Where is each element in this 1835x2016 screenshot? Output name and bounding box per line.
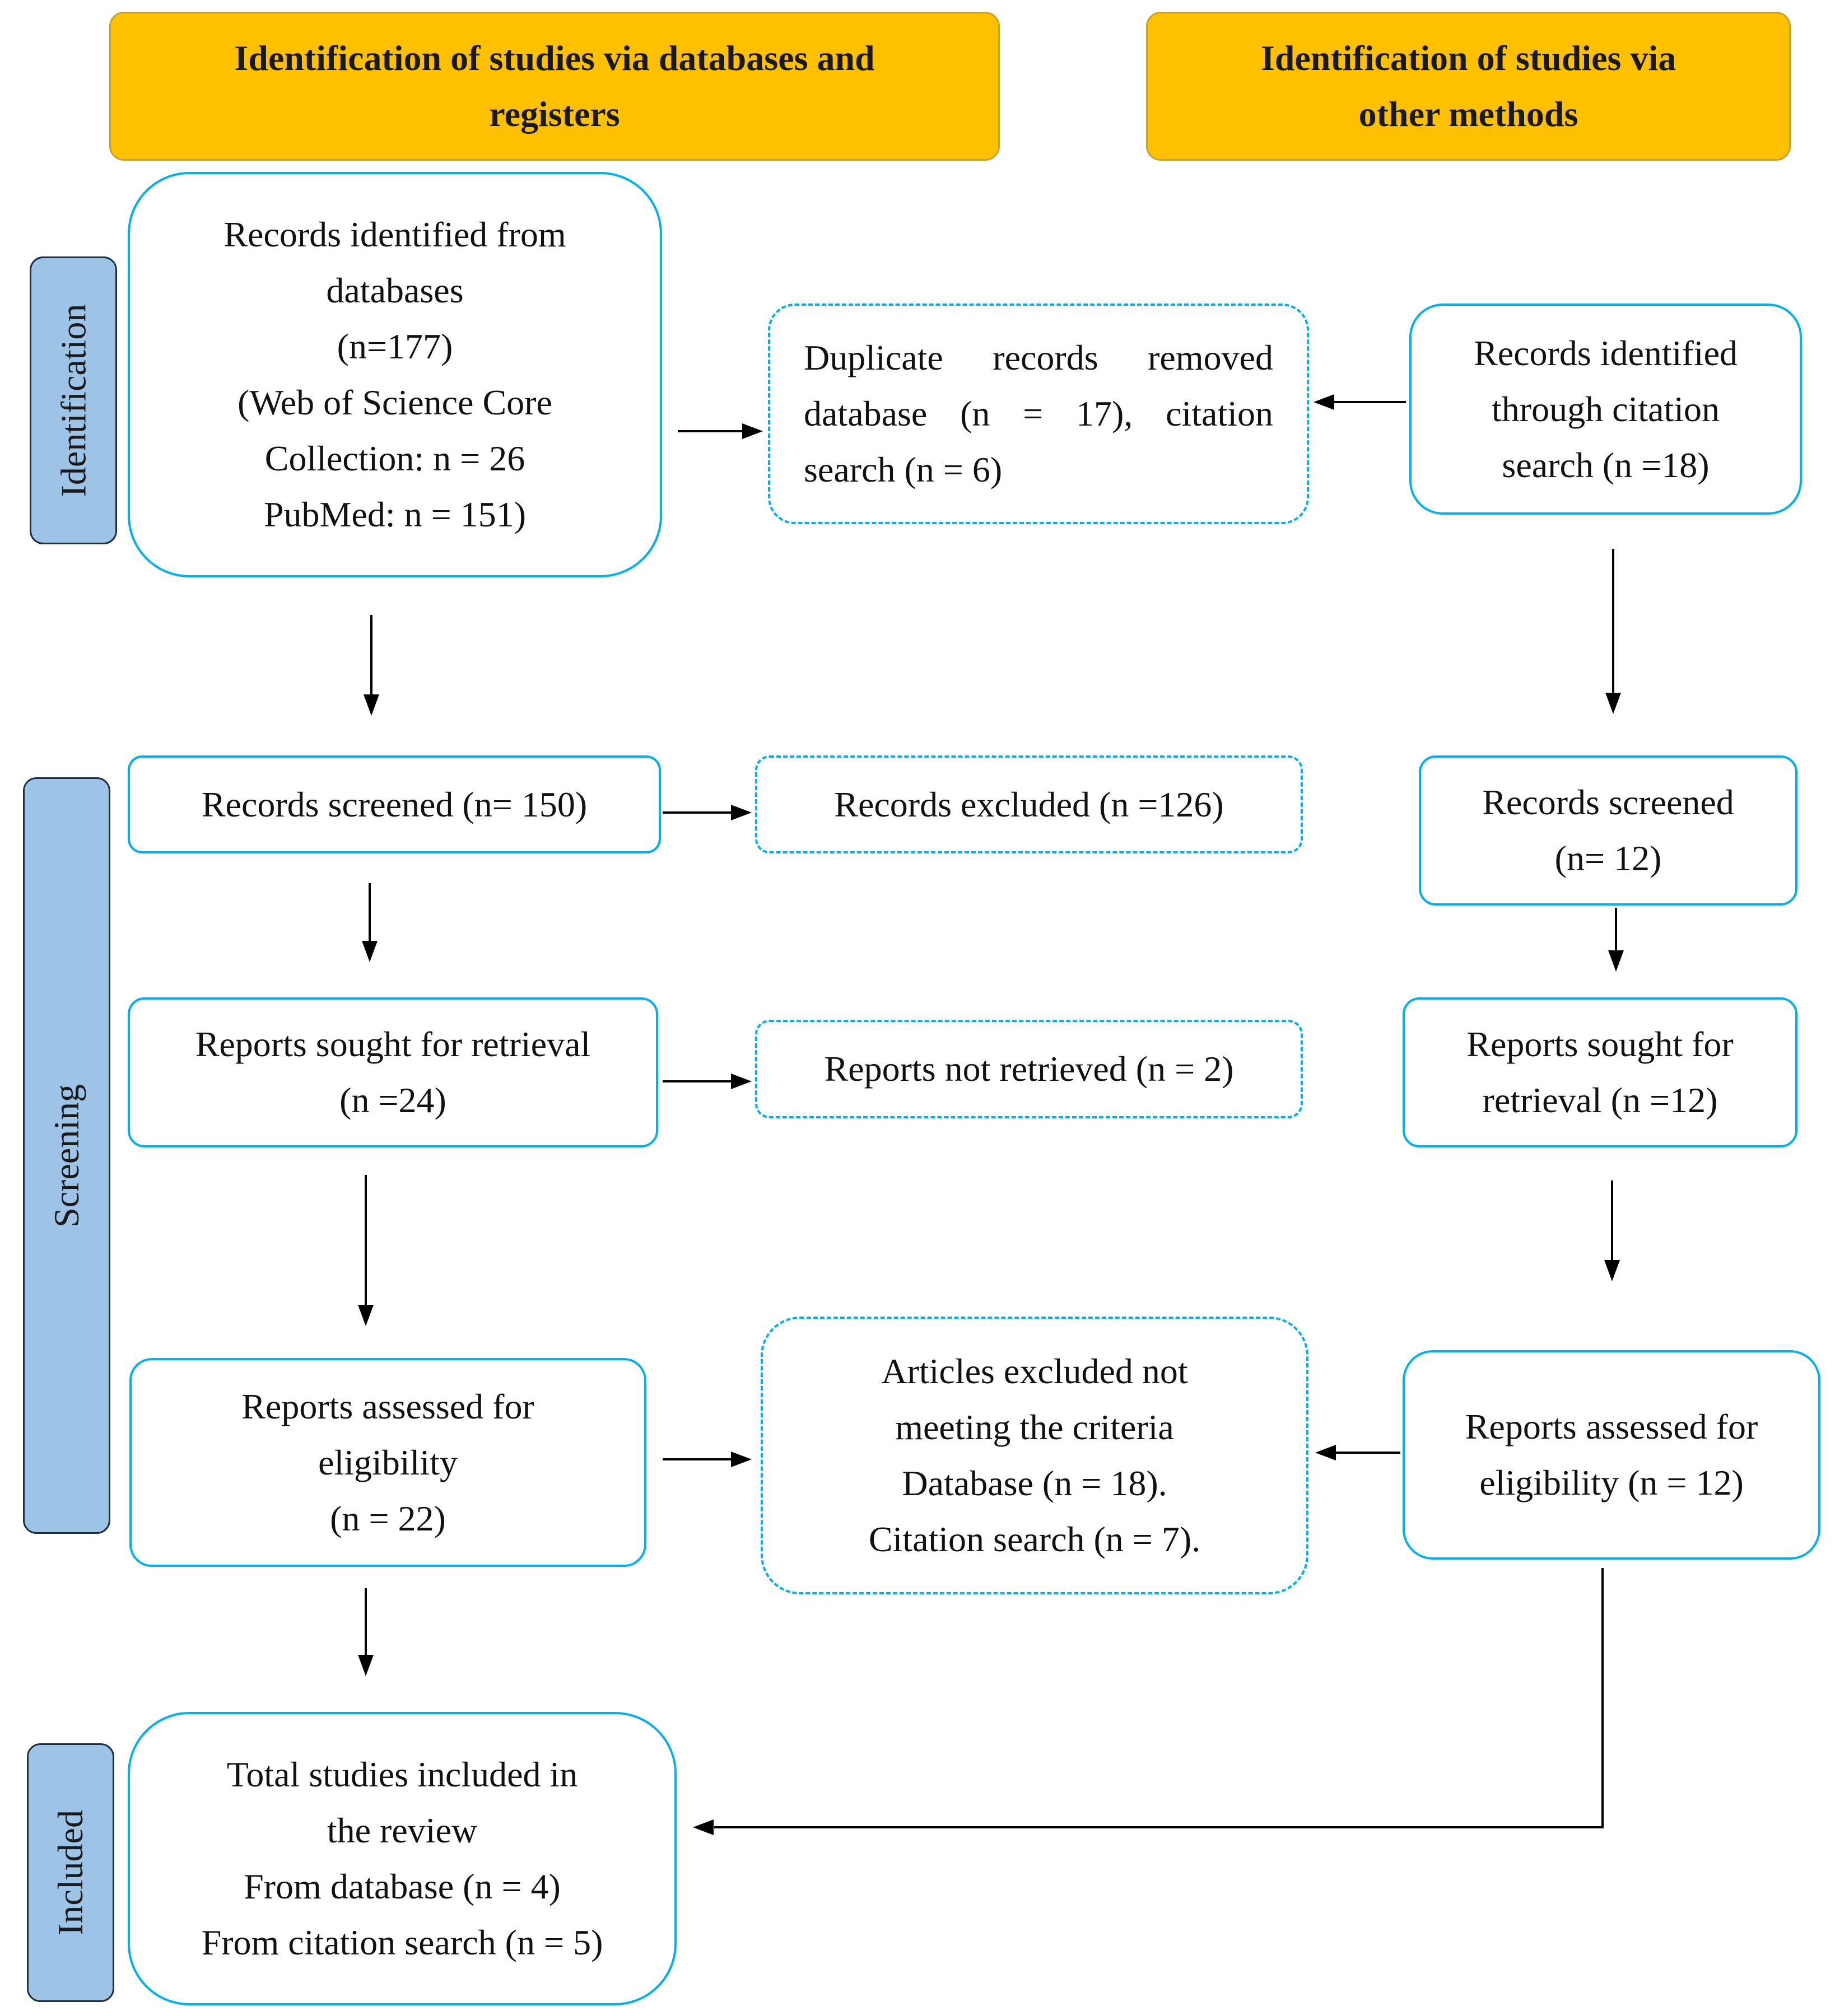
arrow-assessed-other-to-included (714, 1568, 1604, 1828)
header-databases: Identification of studies via databases … (109, 12, 1000, 161)
stage-identification: Identification (30, 256, 117, 544)
reports-not-retrieved-box: Reports not retrieved (n = 2) (755, 1020, 1303, 1118)
arrowhead-3 (364, 694, 379, 716)
records-screened-database-box: Records screened (n= 150) (128, 755, 661, 853)
records-identified-citation-box: Records identified through citation sear… (1409, 304, 1802, 515)
arrowhead-11 (731, 1452, 752, 1467)
arrowhead-7 (1608, 950, 1624, 972)
records-screened-other-box: Records screened (n= 12) (1419, 755, 1797, 906)
total-studies-included-box: Total studies included in the review Fro… (128, 1712, 677, 2005)
reports-sought-other-box: Reports sought for retrieval (n =12) (1403, 997, 1797, 1147)
arrowhead-1 (742, 423, 763, 439)
arrowhead-12 (1315, 1445, 1336, 1460)
arrowhead-10 (1604, 1260, 1620, 1281)
arrowhead-14 (693, 1819, 714, 1835)
duplicate-records-removed-box: Duplicate records removed database (n = … (768, 304, 1309, 524)
arrowhead-6 (362, 941, 378, 962)
stage-included: Included (27, 1743, 114, 2002)
arrowhead-8 (731, 1074, 752, 1089)
reports-sought-database-box: Reports sought for retrieval (n =24) (128, 997, 658, 1147)
arrowhead-5 (731, 805, 752, 820)
articles-excluded-box: Articles excluded not meeting the criter… (761, 1317, 1308, 1594)
arrowhead-13 (358, 1655, 374, 1676)
reports-assessed-other-box: Reports assessed for eligibility (n = 12… (1403, 1350, 1820, 1560)
arrowhead-2 (1314, 394, 1334, 410)
arrowhead-9 (358, 1305, 374, 1326)
header-other-methods: Identification of studies via other meth… (1146, 12, 1791, 161)
stage-screening: Screening (23, 777, 110, 1534)
records-excluded-box: Records excluded (n =126) (755, 755, 1303, 853)
records-identified-databases-box: Records identified from databases (n=177… (128, 172, 662, 577)
arrowhead-4 (1605, 693, 1621, 714)
reports-assessed-database-box: Reports assessed for eligibility (n = 22… (129, 1358, 646, 1567)
